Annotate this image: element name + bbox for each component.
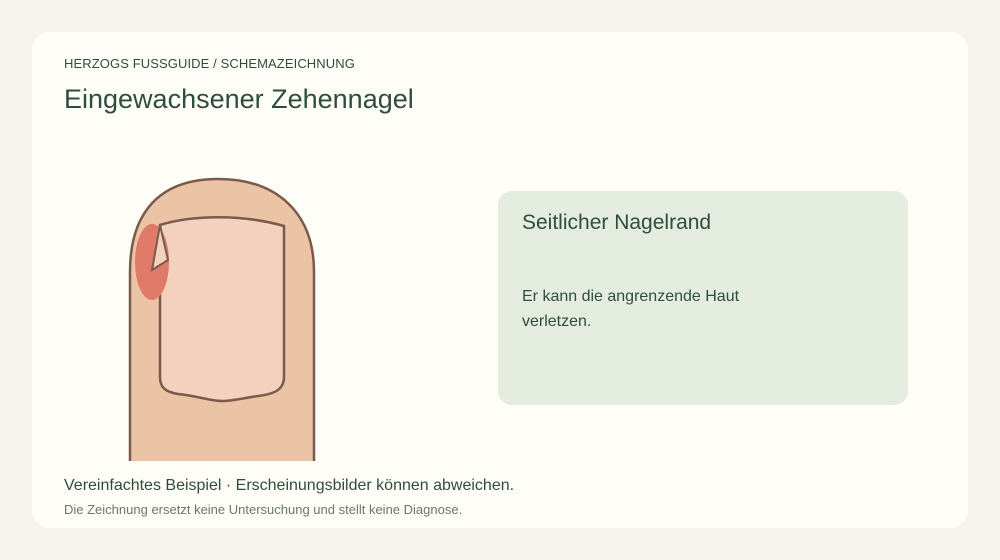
breadcrumb: HERZOGS FUSSGUIDE / SCHEMAZEICHNUNG bbox=[64, 56, 355, 71]
caption: Vereinfachtes Beispiel · Erscheinungsbil… bbox=[64, 477, 515, 494]
info-panel: Seitlicher Nagelrand Er kann die angrenz… bbox=[498, 191, 908, 405]
ingrown-nail-edge bbox=[150, 224, 170, 273]
page-title: Eingewachsener Zehennagel bbox=[64, 84, 414, 114]
toe-illustration bbox=[128, 177, 316, 461]
info-panel-text: Er kann die angrenzende Haut verletzen. bbox=[522, 288, 740, 330]
disclaimer: Die Zeichnung ersetzt keine Untersuchung… bbox=[64, 502, 463, 517]
toenail bbox=[158, 216, 286, 403]
info-panel-title: Seitlicher Nagelrand bbox=[522, 211, 712, 234]
content-card: HERZOGS FUSSGUIDE / SCHEMAZEICHNUNG Eing… bbox=[32, 32, 968, 528]
